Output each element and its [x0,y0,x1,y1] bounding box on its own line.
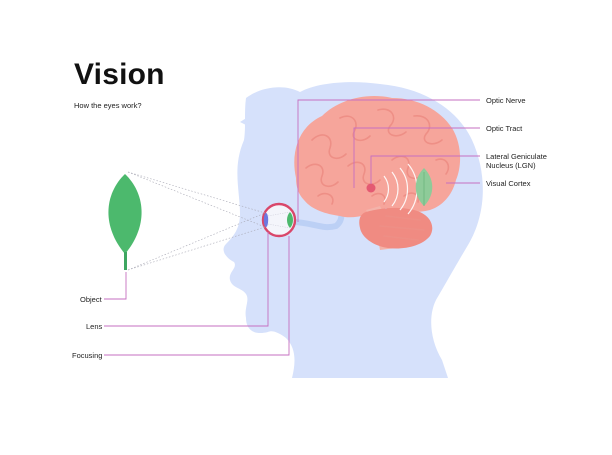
hair-tuft [240,94,266,128]
page-subtitle: How the eyes work? [74,101,142,110]
label-optic-tract: Optic Tract [486,124,523,133]
label-focusing: Focusing [72,351,103,360]
cortex-leaf-image [415,168,433,206]
light-rays [127,171,266,271]
eye [261,202,297,238]
label-lgn-line1: Lateral Geniculate [486,152,547,161]
label-lens: Lens [86,322,103,331]
label-optic-nerve: Optic Nerve [486,96,526,105]
label-visual-cortex: Visual Cortex [486,179,531,188]
page-title: Vision [74,58,165,91]
label-lgn-line2: Nucleus (LGN) [486,161,536,170]
lgn-marker [366,183,376,193]
callout-lines [104,99,480,356]
label-object: Object [80,295,102,304]
object-leaf [108,174,142,270]
